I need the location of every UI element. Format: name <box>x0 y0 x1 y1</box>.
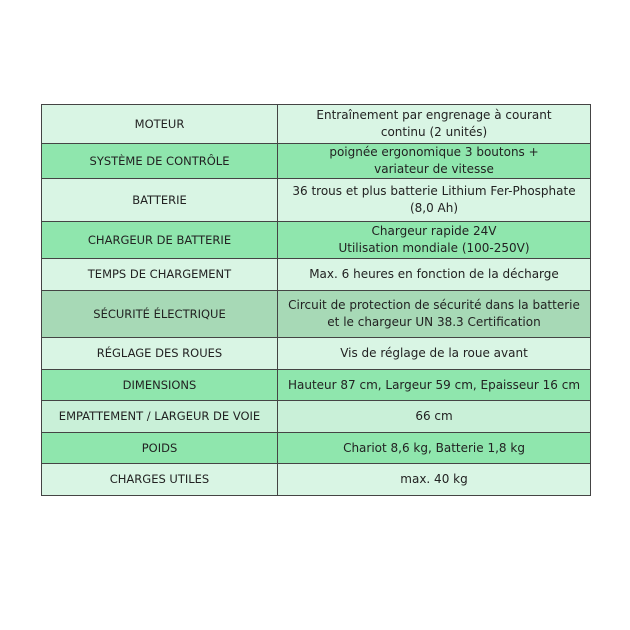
spec-label-empattement: EMPATTEMENT / LARGEUR DE VOIE <box>41 400 278 433</box>
spec-label-chargeur: CHARGEUR DE BATTERIE <box>41 221 278 259</box>
spec-label-securite: SÉCURITÉ ÉLECTRIQUE <box>41 290 278 338</box>
spec-label-roues: RÉGLAGE DES ROUES <box>41 337 278 370</box>
spec-value-roues: Vis de réglage de la roue avant <box>277 337 591 370</box>
table-row: DIMENSIONS Hauteur 87 cm, Largeur 59 cm,… <box>41 369 591 401</box>
table-row: MOTEUR Entraînement par engrenage à cour… <box>41 104 591 144</box>
spec-value-line: Vis de réglage de la roue avant <box>340 346 528 360</box>
spec-label-poids: POIDS <box>41 432 278 464</box>
spec-value-line: Utilisation mondiale (100-250V) <box>338 241 530 255</box>
spec-value-line: Circuit de protection de sécurité dans l… <box>288 298 580 312</box>
spec-label-dimensions: DIMENSIONS <box>41 369 278 401</box>
spec-label-temps: TEMPS DE CHARGEMENT <box>41 258 278 291</box>
table-row: SÉCURITÉ ÉLECTRIQUE Circuit de protectio… <box>41 290 591 338</box>
spec-value-batterie: 36 trous et plus batterie Lithium Fer-Ph… <box>277 178 591 222</box>
table-row: SYSTÈME DE CONTRÔLE poignée ergonomique … <box>41 143 591 179</box>
spec-label-controle: SYSTÈME DE CONTRÔLE <box>41 143 278 179</box>
spec-value-line: continu (2 unités) <box>380 125 488 139</box>
spec-value-line: variateur de vitesse <box>374 162 494 176</box>
spec-label-charges: CHARGES UTILES <box>41 463 278 496</box>
specifications-table: MOTEUR Entraînement par engrenage à cour… <box>41 104 591 496</box>
spec-value-charges: max. 40 kg <box>277 463 591 496</box>
table-row: BATTERIE 36 trous et plus batterie Lithi… <box>41 178 591 222</box>
table-row: TEMPS DE CHARGEMENT Max. 6 heures en fon… <box>41 258 591 291</box>
spec-label-moteur: MOTEUR <box>41 104 278 144</box>
spec-value-line: Chariot 8,6 kg, Batterie 1,8 kg <box>343 440 525 455</box>
spec-value-line: Hauteur 87 cm, Largeur 59 cm, Epaisseur … <box>287 377 581 392</box>
table-row: RÉGLAGE DES ROUES Vis de réglage de la r… <box>41 337 591 370</box>
spec-value-empattement: 66 cm <box>277 400 591 433</box>
spec-value-line: Entraînement par engrenage à courant <box>316 108 552 122</box>
spec-value-line: Chargeur rapide 24V <box>371 224 497 238</box>
spec-value-chargeur: Chargeur rapide 24V Utilisation mondiale… <box>277 221 591 259</box>
spec-value-line: (8,0 Ah) <box>409 201 459 215</box>
spec-value-line: max. 40 kg <box>400 472 468 486</box>
spec-value-line: Max. 6 heures en fonction de la décharge <box>309 267 559 281</box>
table-row: POIDS Chariot 8,6 kg, Batterie 1,8 kg <box>41 432 591 464</box>
table-row: EMPATTEMENT / LARGEUR DE VOIE 66 cm <box>41 400 591 433</box>
spec-value-moteur: Entraînement par engrenage à courant con… <box>277 104 591 144</box>
table-row: CHARGES UTILES max. 40 kg <box>41 463 591 496</box>
spec-value-dimensions: Hauteur 87 cm, Largeur 59 cm, Epaisseur … <box>277 369 591 401</box>
spec-value-line: 66 cm <box>415 409 453 423</box>
spec-value-temps: Max. 6 heures en fonction de la décharge <box>277 258 591 291</box>
spec-value-line: poignée ergonomique 3 boutons + <box>329 145 539 159</box>
spec-value-line: et le chargeur UN 38.3 Certification <box>327 315 541 329</box>
spec-value-securite: Circuit de protection de sécurité dans l… <box>277 290 591 338</box>
spec-value-controle: poignée ergonomique 3 boutons + variateu… <box>277 143 591 179</box>
table-row: CHARGEUR DE BATTERIE Chargeur rapide 24V… <box>41 221 591 259</box>
spec-value-line: 36 trous et plus batterie Lithium Fer-Ph… <box>292 184 576 198</box>
spec-label-batterie: BATTERIE <box>41 178 278 222</box>
spec-value-poids: Chariot 8,6 kg, Batterie 1,8 kg <box>277 432 591 464</box>
